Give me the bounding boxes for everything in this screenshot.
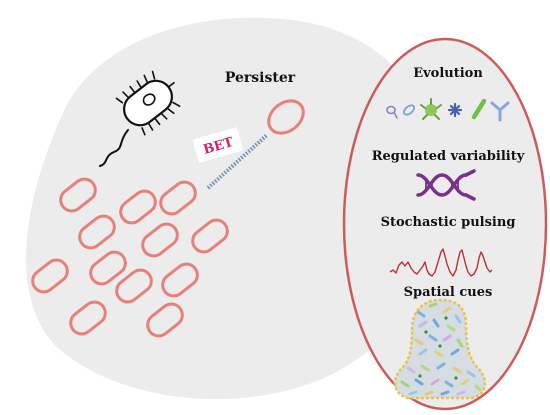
- normal-cell: [159, 180, 197, 216]
- spatial-cues-label: Spatial cues: [404, 285, 493, 300]
- normal-cell: [161, 262, 199, 298]
- normal-cell: [119, 189, 157, 225]
- stochastic-pulse-trace: [389, 248, 493, 277]
- persister-cell: [267, 99, 305, 135]
- evolution-microbes-icon: [386, 98, 510, 122]
- microbe-branch-icon: [490, 101, 510, 122]
- normal-cell: [89, 250, 127, 286]
- stochastic-pulsing-label: Stochastic pulsing: [381, 215, 516, 230]
- evolution-label: Evolution: [413, 66, 483, 81]
- biofilm-icon: [394, 298, 486, 400]
- normal-cell: [115, 268, 153, 304]
- normal-cell: [191, 218, 229, 254]
- microbe-small-icon: [386, 105, 396, 115]
- normal-cell: [31, 258, 69, 294]
- normal-cell: [141, 222, 179, 258]
- microbe-star-icon: [447, 102, 463, 118]
- microbe-oval-icon: [402, 104, 416, 116]
- mechanisms-panel: [342, 37, 548, 411]
- microbe-rod-icon: [471, 98, 487, 120]
- persister-label: Persister: [225, 70, 296, 86]
- dna-icon: [416, 169, 476, 201]
- normal-cell: [69, 300, 107, 336]
- normal-cell: [78, 214, 116, 250]
- microbe-amoeba-icon: [420, 98, 442, 120]
- normal-cells-group: [31, 177, 229, 338]
- bet-dotted-link: [206, 133, 269, 190]
- regulated-variability-label: Regulated variability: [372, 149, 525, 164]
- normal-cell: [146, 302, 184, 338]
- flagellum: [99, 129, 129, 167]
- bacterium-icon: [99, 70, 181, 167]
- normal-cell: [59, 177, 97, 213]
- bet-tag: BET: [192, 127, 244, 163]
